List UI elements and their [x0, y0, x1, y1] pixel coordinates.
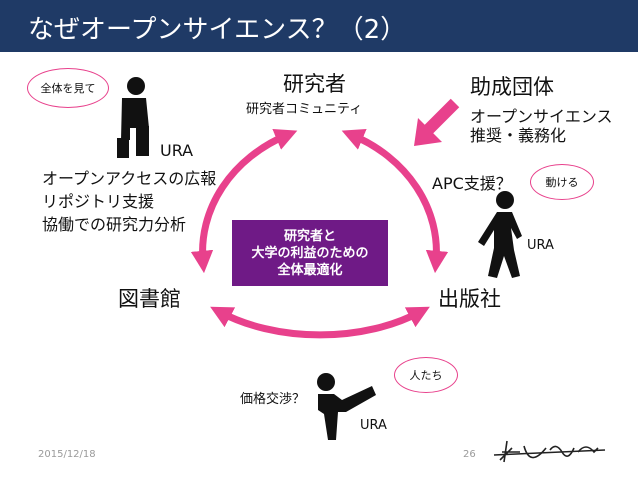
funder-line-2: 推奨・義務化: [470, 126, 567, 145]
center-line-3: 全体最適化: [277, 262, 343, 278]
ura-right-label: URA: [527, 238, 554, 253]
person-sitting-icon: [117, 77, 149, 158]
arrow-researcher-library: [190, 129, 298, 274]
bubble-text: 動ける: [545, 176, 579, 189]
footer-date: 2015/12/18: [38, 449, 96, 460]
signature-logo: [493, 440, 606, 463]
person-walking-icon: [478, 191, 522, 278]
bubble-ura-bottom: 人たち: [394, 357, 458, 393]
ura-top-role-3: 協働での研究力分析: [42, 215, 187, 234]
person-kicking-icon: [317, 373, 376, 440]
bubble-ura-top: 全体を見て: [27, 68, 109, 108]
ura-bottom-label: URA: [360, 418, 387, 433]
arrow-library-publisher: [210, 306, 430, 339]
funder-label: 助成団体: [470, 75, 554, 99]
funder-line-1: オープンサイエンス: [470, 107, 613, 126]
center-goal-box: 研究者と 大学の利益のための 全体最適化: [232, 220, 388, 286]
bubble-text: 全体を見て: [40, 82, 96, 95]
ura-bottom-note: 価格交渉？: [240, 392, 306, 407]
node-researcher-label: 研究者: [283, 72, 346, 96]
node-publisher-label: 出版社: [438, 287, 501, 311]
footer-page-number: 26: [463, 449, 476, 460]
center-line-1: 研究者と: [283, 228, 336, 244]
node-researcher-sub: 研究者コミュニティ: [246, 102, 363, 117]
slide-title: なぜオープンサイエンス？（2）: [28, 15, 407, 45]
ura-top-label: URA: [160, 141, 194, 160]
ura-right-note: APC支援？: [432, 174, 512, 193]
bubble-text: 人たち: [409, 369, 443, 382]
ura-top-role-1: オープンアクセスの広報: [42, 169, 217, 188]
funder-arrow-icon: [414, 98, 460, 146]
title-bar: なぜオープンサイエンス？（2）: [0, 0, 638, 52]
arrow-researcher-publisher: [341, 129, 449, 274]
bubble-ura-right: 動ける: [530, 164, 594, 200]
ura-top-role-2: リポジトリ支援: [42, 192, 155, 211]
center-line-2: 大学の利益のための: [251, 245, 369, 261]
node-library-label: 図書館: [118, 287, 181, 311]
